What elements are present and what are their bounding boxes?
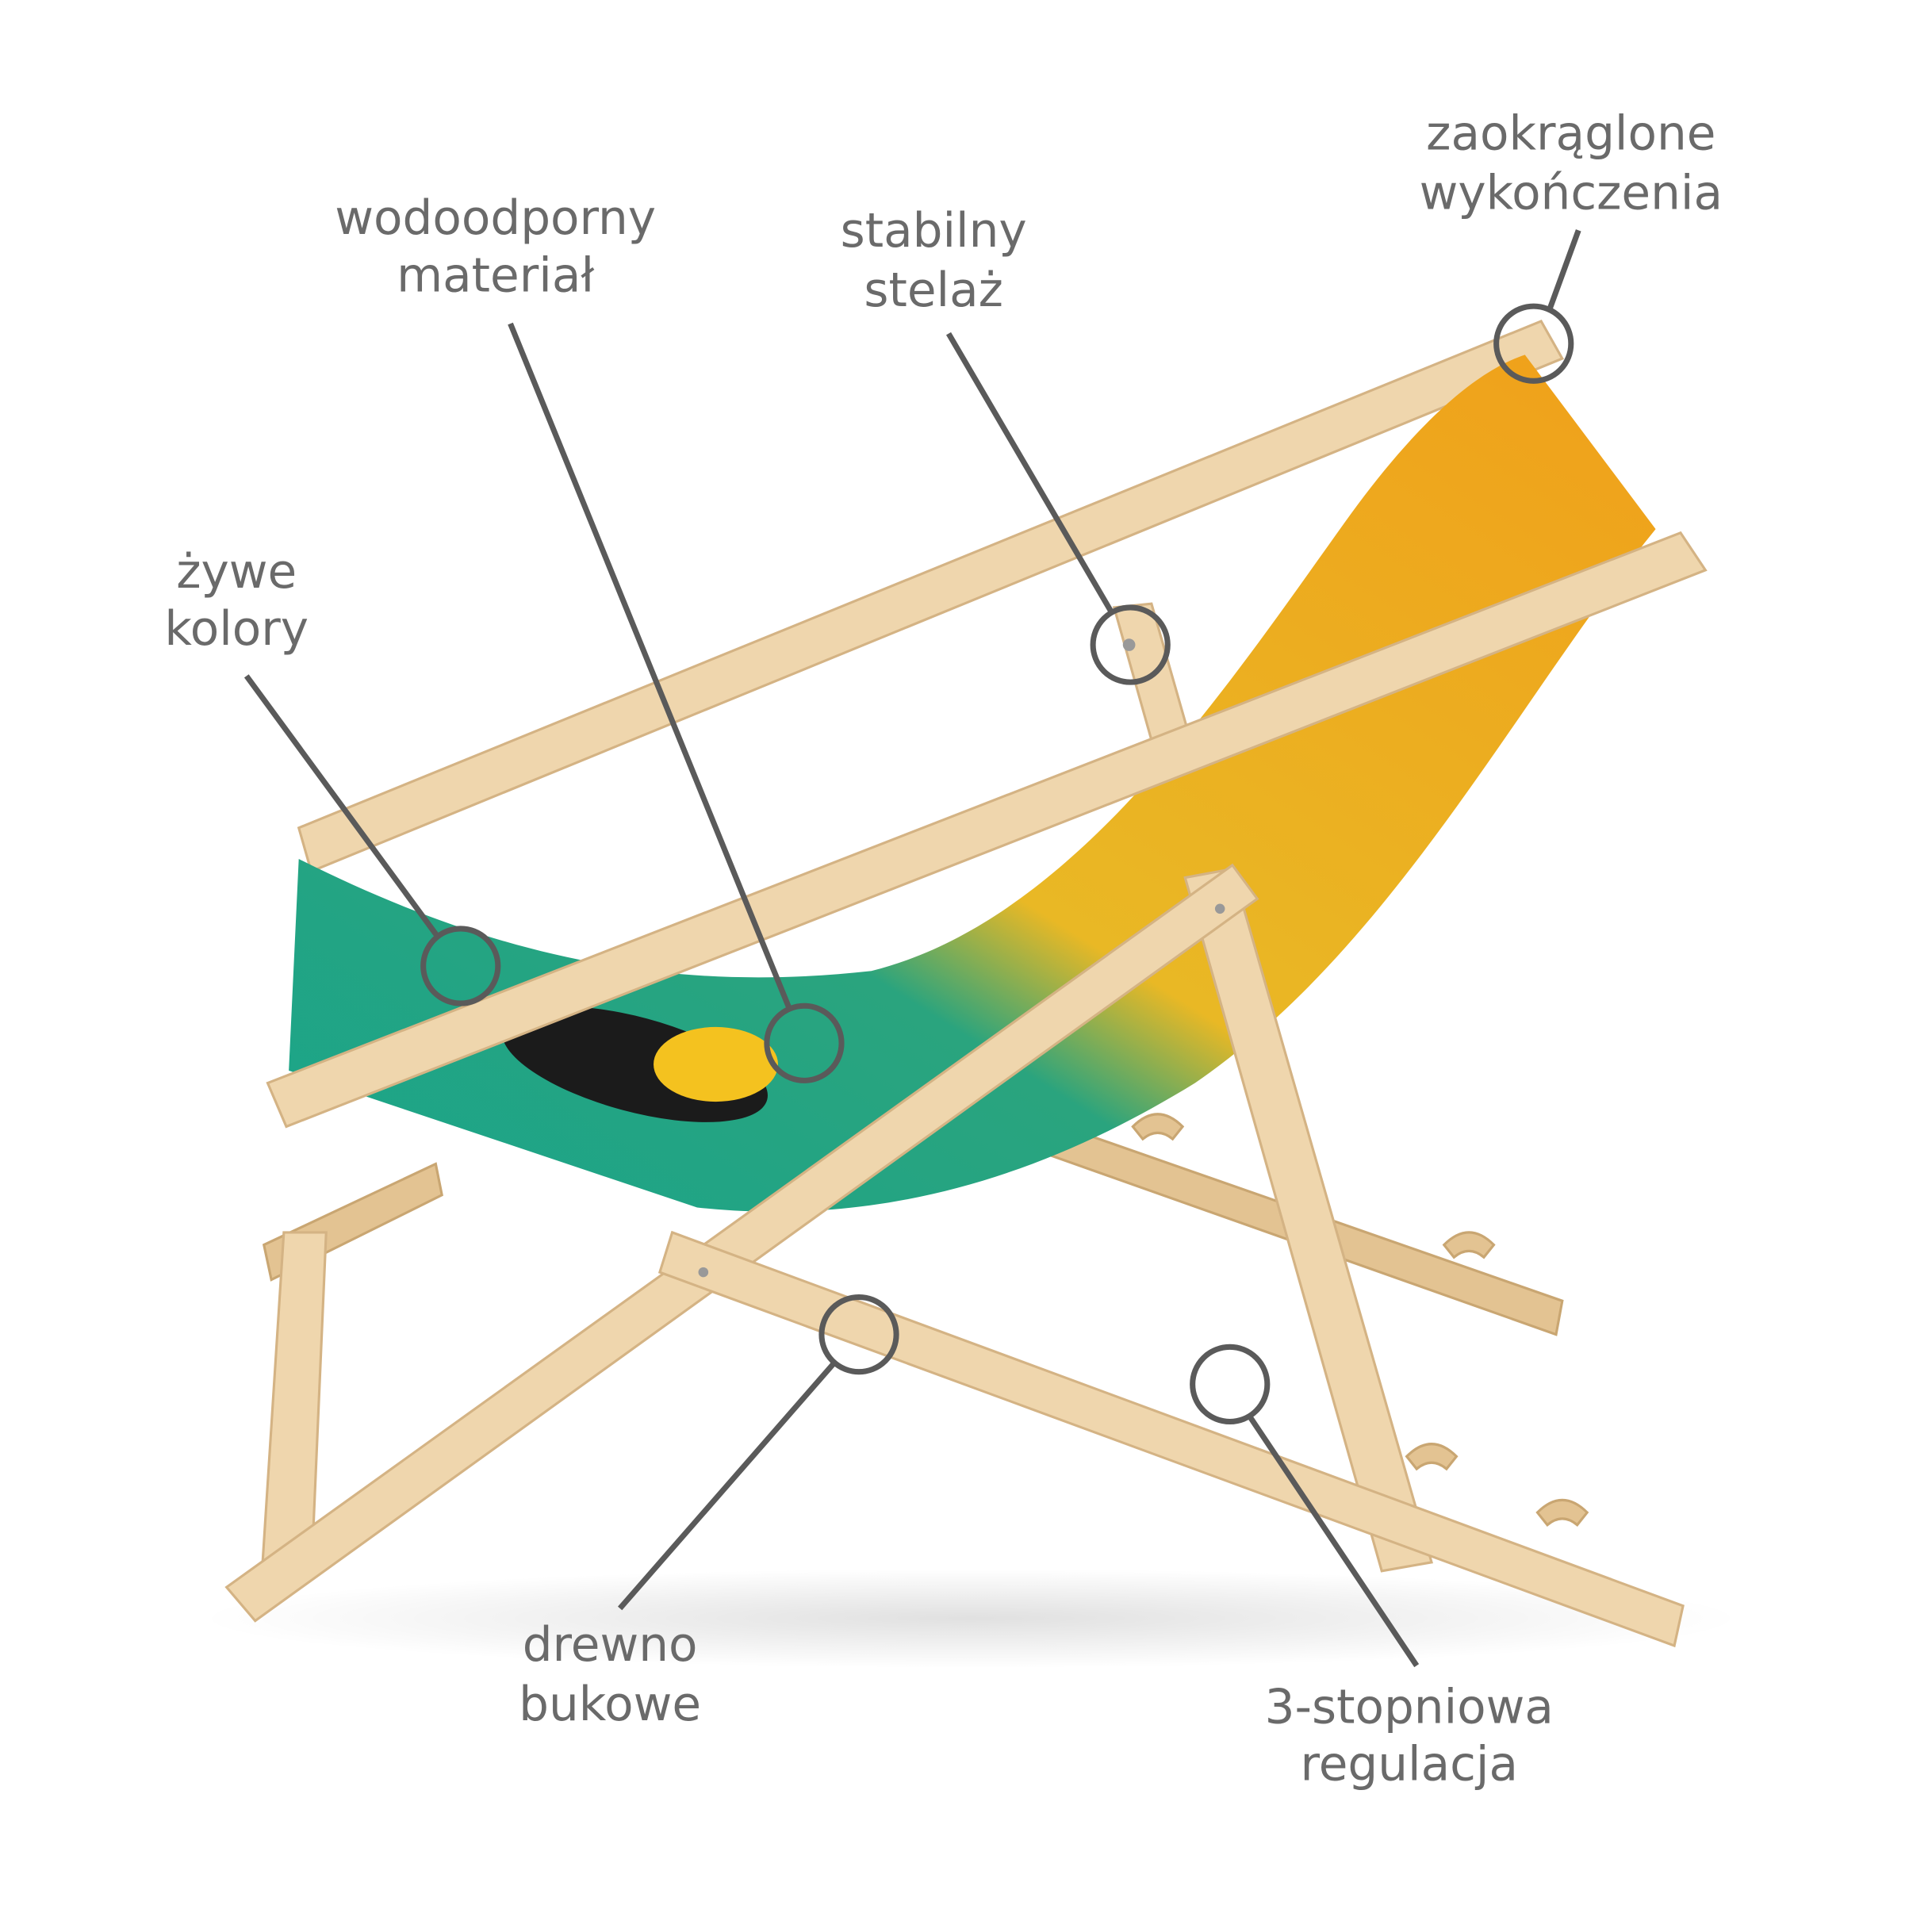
callout-line	[1547, 229, 1581, 310]
callout-circle	[818, 1294, 899, 1375]
notch-icon	[1442, 1231, 1496, 1259]
toucan-beak	[654, 1026, 778, 1102]
bottom-bar	[657, 1230, 1685, 1648]
upper-back-bar	[297, 319, 1565, 873]
fabric-seat	[289, 355, 1656, 1212]
callout-circle	[420, 926, 501, 1006]
callout-line	[1247, 1415, 1420, 1668]
callout-circle	[1090, 604, 1171, 685]
bolt-icon	[1122, 638, 1136, 651]
notch-icon	[1405, 1443, 1459, 1471]
callout-circle	[1190, 1344, 1271, 1425]
adjustment-notches	[1131, 1113, 1589, 1527]
callout-line	[945, 332, 1114, 615]
bolt-icon	[698, 1267, 709, 1278]
notch-icon	[1131, 1113, 1185, 1141]
callout-line	[508, 322, 792, 1010]
bolt-icon	[1214, 903, 1225, 914]
callout-line	[243, 674, 441, 939]
callout-line	[617, 1361, 837, 1611]
deck-chair	[199, 319, 1743, 1669]
rear-leg	[1183, 867, 1434, 1573]
front-leg	[224, 863, 1259, 1623]
lower-back-bar	[266, 531, 1708, 1129]
callout-circle	[764, 1002, 845, 1083]
floor-shadow	[199, 1568, 1743, 1669]
callout-circle	[1493, 303, 1574, 384]
notch-icon	[1535, 1498, 1589, 1527]
